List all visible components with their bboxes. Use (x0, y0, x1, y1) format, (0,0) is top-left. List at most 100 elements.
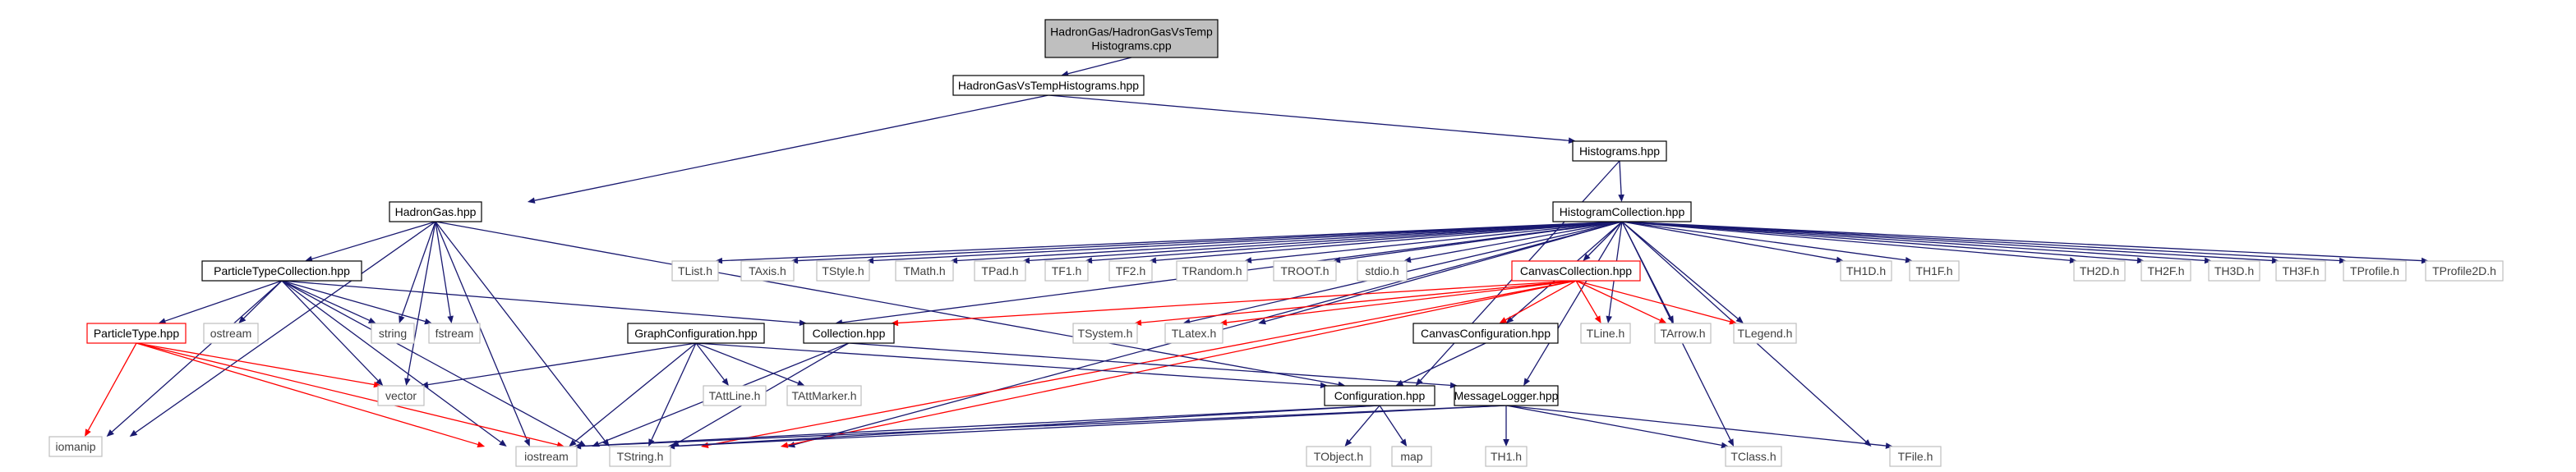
edge-msglogger-to-tfile (1505, 405, 1887, 447)
node-label: TMath.h (903, 264, 945, 277)
node-label: HadronGas/HadronGasVsTemp (1050, 25, 1213, 39)
arrowhead-graphconf-to-tattmarker (796, 380, 805, 387)
node-box (86, 323, 187, 344)
node-box (1412, 323, 1559, 344)
arrowhead-canvconf-to-config (1395, 379, 1404, 386)
arrowhead-histcoll-to-trandom (1244, 257, 1252, 263)
node-ptc[interactable]: ParticleTypeCollection.hpp (201, 260, 362, 282)
node-label: stdio.h (1365, 264, 1399, 277)
node-label: TH1F.h (1915, 264, 1952, 277)
node-tlist: TList.h (671, 260, 719, 282)
edge-hadrongas-to-ptc (311, 221, 436, 260)
edge-canvcoll-to-tstring (787, 280, 1577, 446)
node-th2f: TH2F.h (2141, 260, 2191, 282)
node-box (2343, 260, 2407, 282)
node-box (803, 323, 895, 344)
arrowhead-histcoll-to-canvconf (1505, 316, 1514, 323)
edge-graphconf-to-vector (427, 342, 697, 386)
node-tline: TLine.h (1580, 323, 1631, 344)
node-histograms[interactable]: Histograms.hpp (1572, 140, 1667, 162)
node-box (1511, 260, 1641, 282)
node-label: iostream (524, 450, 569, 463)
node-label: ParticleType.hpp (94, 327, 179, 340)
node-label: ostream (210, 327, 252, 340)
node-hgvth[interactable]: HadronGasVsTempHistograms.hpp (952, 75, 1145, 96)
node-msglogger[interactable]: MessageLogger.hpp (1454, 385, 1559, 406)
node-trandom: TRandom.h (1176, 260, 1248, 282)
node-box (1889, 446, 1942, 467)
node-box (1580, 323, 1631, 344)
node-box (1164, 323, 1223, 344)
edge-canvcoll-to-iostream (707, 280, 1577, 446)
node-box (1176, 260, 1248, 282)
node-box (428, 323, 481, 344)
node-label: string (379, 327, 407, 340)
node-pt[interactable]: ParticleType.hpp (86, 323, 187, 344)
node-graphconf[interactable]: GraphConfiguration.hpp (627, 323, 765, 344)
node-config[interactable]: Configuration.hpp (1324, 385, 1435, 406)
node-histcoll[interactable]: HistogramCollection.hpp (1552, 201, 1692, 222)
node-box (2275, 260, 2326, 282)
node-collection[interactable]: Collection.hpp (803, 323, 895, 344)
edge-histcoll-to-tmath (956, 221, 1623, 262)
edge-histcoll-to-tpad (1029, 221, 1623, 262)
edge-hadrongas-to-tstring (435, 221, 606, 442)
edge-hgvth-to-histograms (1048, 94, 1569, 141)
node-label: TProfile.h (2350, 264, 2399, 277)
node-box (609, 446, 671, 467)
edge-ptc-to-iomanip (111, 280, 283, 433)
node-map: map (1391, 446, 1432, 467)
edge-histcoll-to-tprofile (1621, 221, 2340, 262)
node-label: TH2F.h (2147, 264, 2184, 277)
arrowhead-histcoll-to-tmath (950, 257, 958, 264)
node-canvconf[interactable]: CanvasConfiguration.hpp (1412, 323, 1559, 344)
node-canvcoll[interactable]: CanvasCollection.hpp (1511, 260, 1641, 282)
edge-hgvth-to-hadrongas (534, 94, 1049, 201)
node-label: TObject.h (1314, 450, 1363, 463)
node-box (671, 260, 719, 282)
node-tpad: TPad.h (974, 260, 1026, 282)
edge-graphconf-to-config (695, 342, 1321, 387)
node-tf1: TF1.h (1044, 260, 1089, 282)
node-ostream: ostream (203, 323, 259, 344)
node-box (515, 446, 578, 467)
node-box (1552, 201, 1692, 222)
node-box (1306, 446, 1371, 467)
node-label: TAxis.h (749, 264, 786, 277)
node-tobject: TObject.h (1306, 446, 1371, 467)
node-th1d: TH1D.h (1840, 260, 1892, 282)
node-box (1391, 446, 1432, 467)
edge-msglogger-to-tstring (674, 405, 1507, 447)
arrowhead-canvcoll-to-tstring (780, 442, 789, 448)
edge-histcoll-to-canvcoll (1588, 221, 1623, 257)
arrowhead-histcoll-to-tlegend (1735, 316, 1744, 323)
node-hadrongas[interactable]: HadronGas.hpp (389, 201, 482, 222)
node-label: TH1D.h (1846, 264, 1886, 277)
node-label: TF2.h (1116, 264, 1146, 277)
arrowhead-histcoll-to-tfile (1864, 439, 1872, 447)
node-fstream: fstream (428, 323, 481, 344)
node-box (2141, 260, 2191, 282)
node-vector: vector (377, 385, 425, 406)
arrowhead-ptc-to-pt (158, 318, 167, 324)
edge-pt-to-tstring (136, 342, 558, 446)
node-main[interactable]: HadronGas/HadronGasVsTempHistograms.cpp (1044, 19, 1219, 58)
node-tlegend: TLegend.h (1733, 323, 1797, 344)
arrowhead-histcoll-to-tclass (1727, 438, 1734, 447)
node-label: TH3D.h (2214, 264, 2254, 277)
node-box (1572, 140, 1667, 162)
edge-ptc-to-fstream (281, 280, 426, 323)
node-label: map (1400, 450, 1422, 463)
node-tstyle: TStyle.h (816, 260, 870, 282)
node-box (1485, 446, 1528, 467)
edge-histcoll-to-stdio (1410, 221, 1623, 261)
arrowhead-canvcoll-to-collection (891, 319, 899, 327)
node-box (1909, 260, 1960, 282)
node-box (203, 323, 259, 344)
edge-histcoll-to-th1d (1621, 221, 1837, 261)
arrowhead-canvcoll-to-tsystem (1134, 319, 1142, 326)
node-box (2073, 260, 2126, 282)
node-tmath: TMath.h (895, 260, 954, 282)
node-label: HadronGas.hpp (395, 205, 477, 218)
node-box (1044, 19, 1219, 58)
